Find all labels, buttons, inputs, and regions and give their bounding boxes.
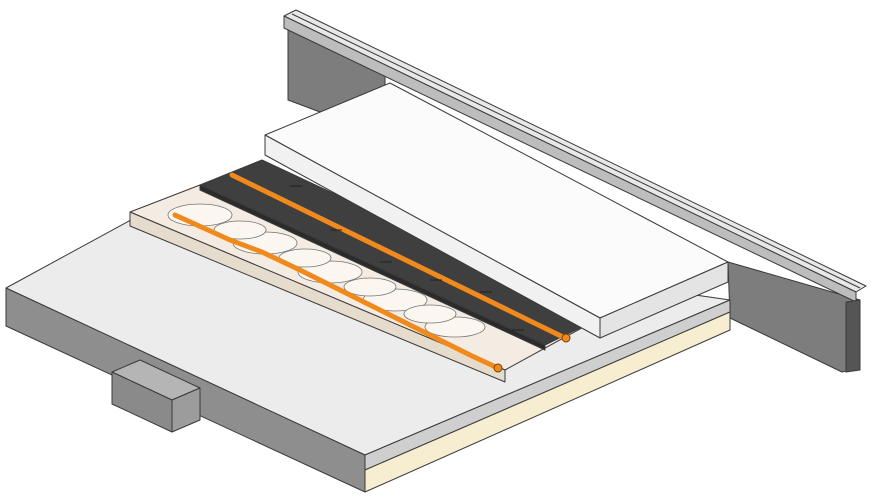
- dark-panel-front: [199, 184, 546, 351]
- top-board-side: [599, 261, 729, 339]
- heating-pipe-back: [229, 172, 568, 341]
- rail-support: [845, 299, 861, 373]
- panel-joint-marks: [290, 185, 524, 331]
- panel-layer-front: [129, 211, 506, 383]
- insulation-strip: [364, 311, 731, 493]
- duct-box-side: [171, 387, 201, 433]
- heating-pipe-front: [172, 212, 501, 371]
- rail-groove: [291, 13, 861, 289]
